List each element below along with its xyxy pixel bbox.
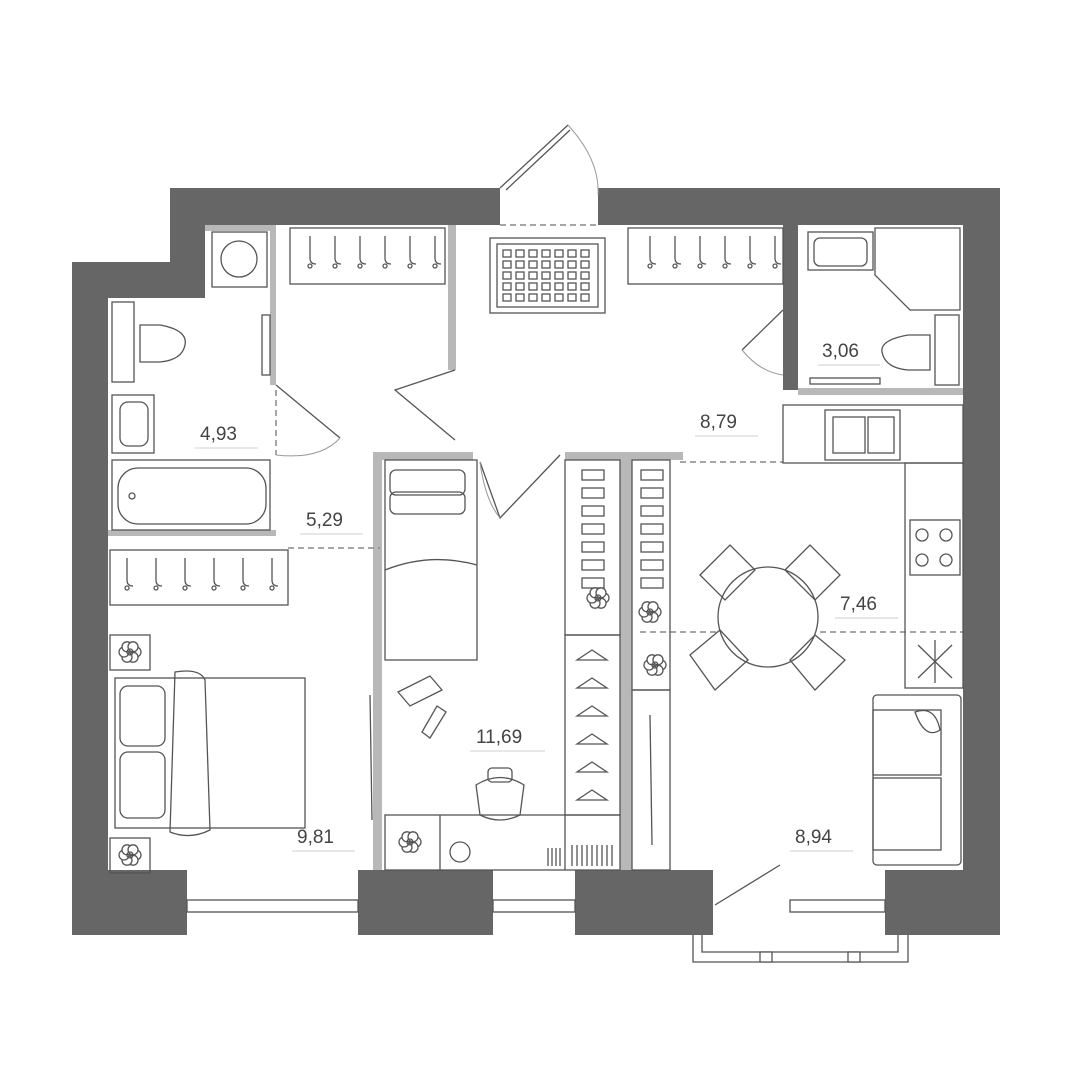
balcony-door [714, 864, 781, 906]
balcony [692, 935, 909, 963]
wall-bottom-d [885, 870, 1000, 935]
wardrobe-hall-left [289, 227, 446, 285]
partition-wc-bottom [798, 388, 963, 395]
wall-top-left [170, 188, 500, 262]
bathroom-fixtures [111, 231, 341, 531]
exterior-walls [72, 188, 1000, 935]
nightstand-bottom [109, 837, 151, 874]
wall-left-upper [72, 262, 205, 935]
wall-right [963, 188, 1000, 935]
area-label-bedroom: 9,81 [297, 827, 334, 848]
windows [186, 864, 886, 913]
double-bed [114, 677, 306, 829]
area-label-bathroom: 4,93 [200, 424, 237, 445]
partition-kids-top-right [565, 452, 683, 460]
partition-kids-top [373, 452, 473, 460]
partition-bath-bottom [108, 530, 276, 536]
sink-bath [111, 394, 155, 454]
sofa [872, 694, 962, 866]
wall-bottom-c [575, 870, 713, 935]
plant-icon [586, 587, 610, 609]
bathtub [111, 459, 271, 531]
wall-wc-side [783, 225, 798, 390]
toilet-bath [139, 324, 186, 363]
partition-kids-left [373, 452, 382, 870]
washing-machine [211, 231, 268, 288]
window-living [789, 899, 886, 913]
kitchen-counter-top [782, 404, 964, 464]
area-label-kids-room: 11,69 [476, 727, 522, 748]
plant-icon [118, 844, 142, 866]
shower [874, 227, 961, 311]
kids-shelf [564, 459, 621, 636]
partitions [108, 225, 963, 870]
wall-bottom-a [72, 870, 187, 935]
kids-desk [384, 814, 621, 871]
plant-icon [643, 654, 667, 676]
window-bedroom [186, 899, 359, 913]
plant-icon [118, 641, 142, 663]
partition-hall-left [448, 225, 456, 370]
living-furniture [631, 459, 962, 871]
area-label-living-room: 8,94 [795, 827, 832, 848]
wardrobe-hall-right [627, 227, 784, 285]
kids-books [547, 845, 613, 866]
hall-furniture [289, 227, 784, 520]
kids-wardrobe [564, 634, 621, 816]
kids-chair [475, 776, 525, 821]
plant-icon [398, 831, 422, 853]
partition-bath-top [205, 225, 275, 231]
kids-furniture [369, 459, 621, 871]
plant-icon [638, 601, 662, 623]
kitchen-counter-side [904, 462, 964, 689]
toy-car [396, 675, 444, 707]
entrance-door[interactable] [499, 124, 599, 226]
room-labels: 4,93 3,06 8,79 5,29 7,46 9,81 11,69 8,94 [195, 341, 898, 852]
wc-fixtures [741, 227, 961, 386]
kids-bed [384, 459, 478, 661]
window-kids [492, 899, 576, 913]
bedroom-wardrobe [109, 549, 289, 606]
nightstand-top [109, 634, 151, 671]
area-label-corridor: 5,29 [306, 510, 343, 531]
partition-kids-right [620, 460, 632, 870]
wall-top-right [598, 188, 1000, 225]
toilet-tank-bath [111, 301, 135, 383]
area-label-wc: 3,06 [822, 341, 859, 362]
partition-bath-right [270, 225, 276, 385]
kitchen-sink [824, 409, 901, 461]
fridge [917, 640, 953, 683]
area-label-kitchen: 7,46 [840, 594, 877, 615]
dining-chairs [689, 544, 846, 691]
kitchen-furniture [689, 404, 964, 691]
toilet-tank-wc [934, 314, 960, 386]
shelf-living [631, 459, 671, 691]
area-label-hall: 8,79 [700, 412, 737, 433]
wall-bottom-b [358, 870, 493, 935]
plant-icons [118, 587, 667, 866]
doormat [489, 237, 606, 314]
hangers-hall [307, 236, 782, 269]
bedroom-furniture [109, 549, 306, 874]
toilet-wc [881, 334, 931, 371]
dining-table [717, 566, 819, 668]
sink-wc [807, 231, 874, 271]
stove [909, 519, 961, 576]
